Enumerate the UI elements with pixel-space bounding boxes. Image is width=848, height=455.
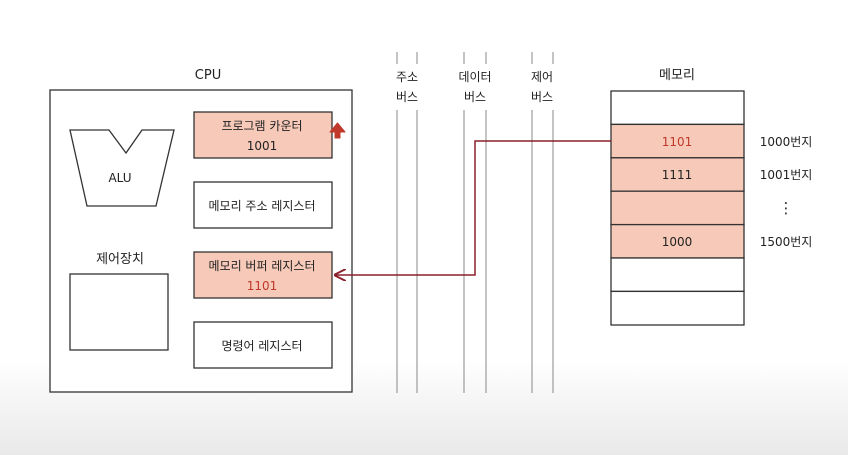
alu: ALU — [69, 129, 175, 207]
memory-cell — [610, 290, 745, 326]
register-name: 메모리 주소 레지스터 — [209, 199, 316, 213]
register-value: 1101 — [247, 279, 278, 293]
memory-address-label: 1500번지 — [760, 235, 813, 249]
alu-label: ALU — [108, 171, 131, 185]
register-name: 명령어 레지스터 — [221, 339, 302, 353]
memory-cell-value: 1111 — [662, 168, 693, 182]
alu-shape — [69, 129, 175, 207]
register-value: 1001 — [247, 139, 278, 153]
register-box — [193, 251, 333, 299]
up-arrow-icon — [329, 122, 346, 139]
register-name: 프로그램 카운터 — [221, 119, 302, 133]
control-unit-box — [69, 273, 169, 351]
bus-label-bg — [387, 64, 427, 110]
register-box — [193, 111, 333, 159]
bus-label-line2: 버스 — [531, 90, 553, 104]
bus-label-line1: 데이터 — [458, 70, 491, 84]
memory-cell — [610, 157, 745, 192]
control-unit-label: 제어장치 — [96, 252, 144, 267]
register-program-counter: 프로그램 카운터 1001 — [193, 111, 346, 159]
register-memory-address: 메모리 주소 레지스터 — [193, 181, 333, 229]
bus-label-bg — [448, 64, 502, 110]
bus-label-line1: 제어 — [531, 70, 553, 84]
register-box — [193, 321, 333, 369]
memory-cell — [610, 90, 745, 126]
bus-label-line1: 주소 — [396, 70, 418, 84]
address-bus: 주소 버스 — [387, 52, 427, 393]
arrow-left-icon — [335, 140, 611, 275]
bus-label-line2: 버스 — [396, 90, 418, 104]
register-instruction: 명령어 레지스터 — [193, 321, 333, 369]
memory-address-label: 1000번지 — [760, 135, 813, 149]
bus-label-bg — [522, 64, 564, 110]
register-box — [193, 181, 333, 229]
memory-cell — [610, 223, 745, 259]
control-bus: 제어 버스 — [522, 52, 564, 393]
memory-cells — [610, 90, 745, 326]
bus-label-line2: 버스 — [464, 90, 486, 104]
memory-address-ellipsis: ⋮ — [779, 199, 794, 217]
memory-cell-value: 1000 — [662, 235, 693, 249]
data-bus: 데이터 버스 — [448, 52, 502, 393]
register-name: 메모리 버퍼 레지스터 — [209, 259, 316, 273]
memory-address-label: 1001번지 — [760, 168, 813, 182]
cpu-title: CPU — [195, 68, 221, 83]
memory-cell-value: 1101 — [662, 135, 693, 149]
memory-cell — [610, 123, 745, 159]
memory-cell — [610, 190, 745, 226]
memory-title: 메모리 — [659, 68, 695, 83]
memory-cell — [610, 257, 745, 293]
register-memory-buffer: 메모리 버퍼 레지스터 1101 — [193, 251, 333, 299]
